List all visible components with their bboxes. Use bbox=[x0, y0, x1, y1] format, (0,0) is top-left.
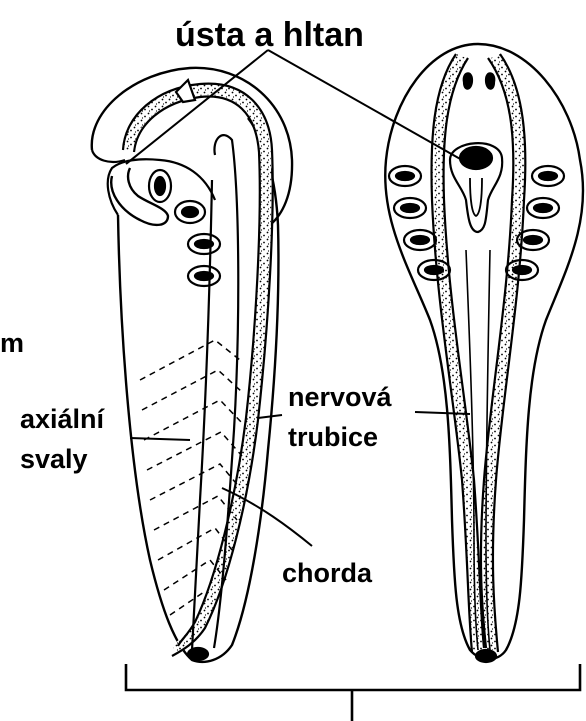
gill-slit bbox=[411, 236, 429, 244]
pharynx-tongue bbox=[470, 178, 482, 216]
leader-axial bbox=[130, 438, 190, 440]
label-axial-line2: svaly bbox=[20, 444, 88, 474]
leader-mouth-right bbox=[268, 50, 462, 160]
eyespot-right bbox=[486, 73, 494, 88]
gill-slit bbox=[513, 266, 531, 274]
gill-slit bbox=[534, 204, 552, 212]
gill-slit bbox=[195, 272, 213, 280]
label-neural-line1: nervová bbox=[288, 382, 393, 412]
label-cut-letter: m bbox=[0, 328, 24, 358]
label-mouth-pharynx: ústa a hltan bbox=[175, 16, 364, 54]
label-axial-line1: axiální bbox=[20, 404, 106, 434]
eyespot-left bbox=[464, 73, 472, 88]
axial-muscles bbox=[140, 340, 243, 615]
gill-slit bbox=[155, 177, 165, 195]
gill-slit bbox=[401, 204, 419, 212]
gill-slit bbox=[396, 172, 414, 180]
head-hood-lower bbox=[92, 150, 125, 162]
chorda-lateral-inner bbox=[192, 180, 212, 650]
ventral-view-larva bbox=[385, 44, 583, 662]
leader-lines bbox=[126, 50, 470, 546]
lateral-view-larva bbox=[92, 68, 292, 662]
gill-slit bbox=[524, 236, 542, 244]
tail-tip bbox=[188, 648, 208, 660]
label-chord: chorda bbox=[282, 558, 373, 588]
gill-slit bbox=[425, 266, 443, 274]
label-neural-line2: trubice bbox=[288, 422, 378, 452]
tail-tip bbox=[476, 650, 496, 662]
gill-slit bbox=[182, 207, 198, 217]
gill-slit bbox=[539, 172, 557, 180]
mouth-opening bbox=[460, 147, 492, 169]
gill-slit bbox=[195, 240, 213, 248]
bracket bbox=[126, 664, 580, 721]
